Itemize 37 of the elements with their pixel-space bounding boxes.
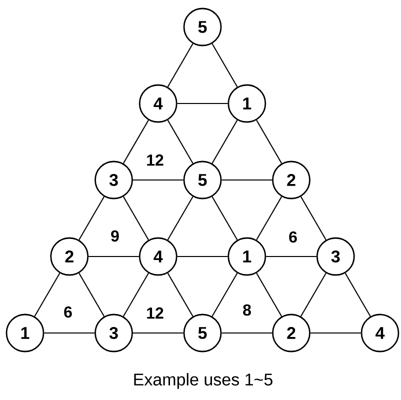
- sum-label: 9: [111, 230, 119, 242]
- connector-line: [88, 256, 139, 258]
- sum-label: 8: [243, 304, 251, 316]
- caption: Example uses 1~5: [134, 373, 272, 389]
- connector-line: [212, 196, 238, 240]
- connector-line: [222, 332, 272, 334]
- connector-line: [167, 120, 194, 164]
- connector-line: [167, 43, 194, 88]
- connector-line: [310, 332, 361, 334]
- sum-label: 6: [289, 231, 297, 243]
- connector-line: [34, 272, 60, 317]
- connector-line: [266, 256, 316, 258]
- connector-line: [256, 196, 282, 240]
- connector-line: [256, 120, 282, 164]
- connector-line: [132, 179, 184, 181]
- connector-line: [78, 196, 105, 240]
- connector-line: [122, 272, 149, 317]
- connector-line: [167, 272, 194, 317]
- sum-label: 12: [147, 307, 164, 319]
- connector-line: [212, 120, 238, 164]
- connector-line: [300, 272, 326, 317]
- connector-line: [222, 179, 272, 181]
- connector-line: [212, 43, 238, 88]
- connector-line: [177, 102, 228, 104]
- sum-label: 6: [64, 306, 72, 318]
- connector-line: [44, 332, 95, 334]
- connector-line: [177, 256, 228, 258]
- connector-line: [122, 196, 149, 240]
- connector-line: [256, 272, 282, 317]
- connector-line: [132, 332, 184, 334]
- connector-line: [167, 196, 194, 240]
- sum-label: 12: [147, 154, 164, 166]
- connector-line: [344, 272, 371, 317]
- connector-line: [300, 196, 326, 240]
- connector-line: [212, 272, 238, 317]
- connector-line: [122, 120, 149, 164]
- connector-line: [78, 272, 105, 317]
